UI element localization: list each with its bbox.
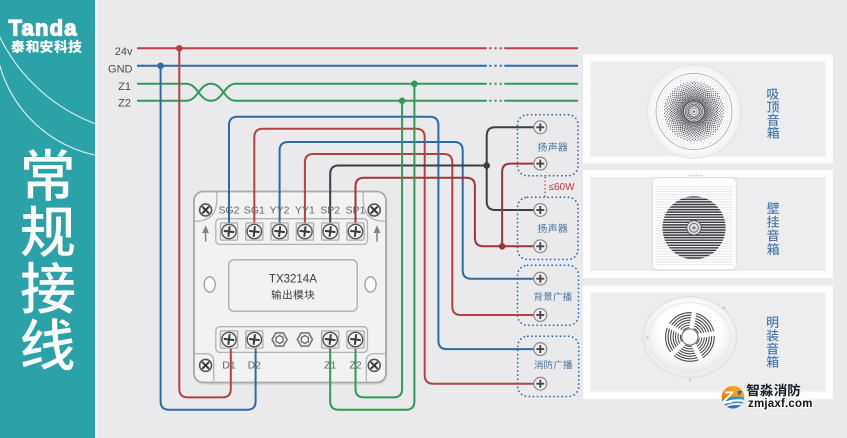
svg-text:Z1: Z1 [324,360,336,372]
svg-text:SP2: SP2 [320,205,340,217]
svg-text:Z1: Z1 [118,81,131,93]
svg-text:D2: D2 [248,360,262,372]
svg-text:Tanda: Tanda [9,16,78,41]
svg-text:SG2: SG2 [218,205,239,217]
svg-text:SP1: SP1 [346,205,366,217]
svg-text:24v: 24v [115,46,133,58]
svg-text:D1: D1 [222,360,236,372]
svg-text:zmjaxf.com: zmjaxf.com [748,398,813,410]
svg-text:GND: GND [108,64,133,76]
svg-text:Z2: Z2 [118,98,131,110]
svg-text:Z2: Z2 [349,360,361,372]
svg-text:SG1: SG1 [244,205,265,217]
svg-text:YY2: YY2 [270,205,290,217]
svg-text:Z: Z [722,388,734,407]
svg-text:≤60W: ≤60W [549,182,576,193]
svg-text:YY1: YY1 [295,205,315,217]
svg-text:TX3214A: TX3214A [269,273,317,285]
